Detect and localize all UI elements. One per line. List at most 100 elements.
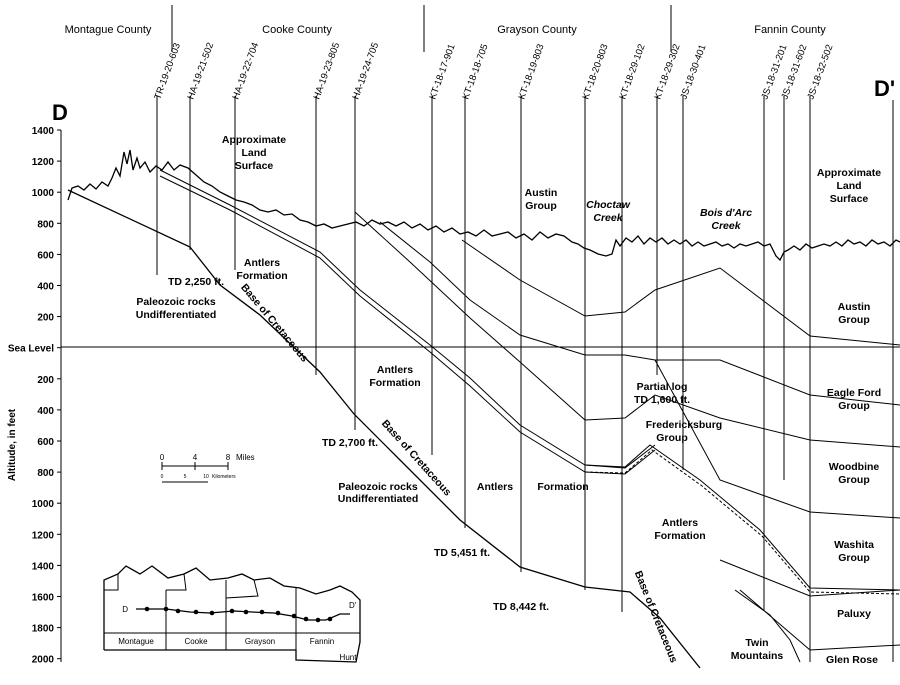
washita-top-line (654, 359, 900, 519)
choctaw-creek-label: Choctaw (586, 199, 631, 211)
bois-darc-creek-label: Bois d'Arc (700, 207, 752, 219)
fredericksburg-label: Fredericksburg (646, 419, 722, 431)
y-tick-label: 800 (37, 468, 54, 479)
land-surface-label-2-line3: Surface (830, 193, 869, 205)
index-map-grayson: Grayson (245, 637, 275, 646)
index-map-border (104, 574, 119, 591)
land-surface-label-2: Approximate (817, 167, 881, 179)
twin-mountains-line (734, 589, 801, 663)
well-label: KT-18-20-803 (580, 43, 610, 101)
scale-km-unit: Kilometers (212, 474, 236, 480)
index-map-well-dot (291, 613, 297, 619)
index-map-fannin: Fannin (310, 637, 334, 646)
antlers-label-1-line2: Formation (236, 270, 287, 282)
index-map-cooke: Cooke (184, 637, 208, 646)
y-tick-label: 1800 (32, 624, 55, 635)
county-label-grayson: Grayson County (497, 24, 577, 36)
antlers-label-3b: Formation (537, 481, 588, 493)
td-label-4: TD 8,442 ft. (493, 601, 549, 613)
base-cretaceous-label-3: Base of Cretaceous (632, 569, 680, 665)
y-tick-label: Sea Level (8, 344, 54, 355)
antlers-label-3a: Antlers (477, 481, 513, 493)
county-boundaries (171, 5, 672, 52)
scale-km-tick-5: 5 (184, 474, 187, 480)
index-map: D D' Montague Cooke Grayson Fannin Hunt (103, 565, 361, 663)
well-label: KT-18-29-102 (617, 43, 647, 101)
index-map-well-dots (144, 606, 333, 623)
well-label: HA-19-21-502 (185, 41, 216, 101)
antlers-label-4-line2: Formation (654, 530, 705, 542)
scale-km-tick-10: 10 (203, 474, 209, 480)
well-label: HA-19-22-704 (230, 41, 261, 101)
paleozoic-label-2-line2: Undifferentiated (338, 493, 419, 505)
well-label: HA-19-24-705 (350, 41, 381, 101)
eagle-ford-label: Eagle Ford (827, 387, 881, 399)
well-label: KT-18-19-803 (516, 43, 546, 101)
antlers-top-line-1 (159, 169, 656, 469)
washita-label: Washita (834, 539, 874, 551)
austin-top-line (461, 239, 900, 346)
scale-miles-tick-4: 4 (193, 453, 198, 462)
index-map-well-dot (229, 608, 235, 614)
paleozoic-label-1-line2: Undifferentiated (136, 309, 217, 321)
scale-miles-tick-8: 8 (226, 453, 231, 462)
index-map-start-label: D (122, 605, 128, 614)
scale-miles-tick-0: 0 (160, 453, 165, 462)
index-map-end-label: D' (349, 601, 357, 610)
y-tick-label: 1400 (32, 126, 55, 137)
antlers-label-2: Antlers (377, 364, 413, 376)
antlers-label-2-line2: Formation (369, 377, 420, 389)
index-map-well-dot (193, 609, 199, 615)
twin-mountains-label-line2: Mountains (731, 650, 784, 662)
y-tick-label: 600 (37, 437, 54, 448)
y-tick-label: 800 (37, 219, 54, 230)
y-tick-label: 200 (37, 313, 54, 324)
y-tick-label: 1000 (32, 188, 55, 199)
index-map-well-dot (144, 606, 150, 612)
index-map-well-dot (243, 609, 249, 615)
formation-lines (67, 169, 900, 669)
paleozoic-label-1: Paleozoic rocks (136, 296, 216, 308)
woodbine-label: Woodbine (829, 461, 880, 473)
y-tick-label: 1200 (32, 157, 55, 168)
section-start-label: D (52, 100, 68, 125)
base-cretaceous-line (67, 189, 701, 669)
antlers-label-1: Antlers (244, 257, 280, 269)
austin-base-line (379, 221, 900, 406)
scale-km-tick-0: 0 (161, 474, 164, 480)
austin-group-label-2-line2: Group (838, 314, 870, 326)
index-map-well-dot (275, 610, 281, 616)
land-surface-label-1-line2: Land (241, 147, 266, 159)
index-map-border (166, 573, 187, 591)
well-label: JS-18-30-401 (678, 43, 708, 101)
well-label: TR-19-20-603 (152, 42, 183, 101)
land-surface-label-2-line2: Land (836, 180, 861, 192)
fredericksburg-line-1 (584, 444, 900, 591)
base-cretaceous-label-1: Base of Cretaceous (238, 282, 310, 365)
paleozoic-label-2: Paleozoic rocks (338, 481, 418, 493)
index-map-well-dot (175, 608, 181, 614)
austin-group-label-1-line2: Group (525, 200, 557, 212)
index-map-well-dot (259, 609, 265, 615)
antlers-top-line-2 (159, 175, 656, 475)
well-label: HA-19-23-805 (311, 41, 342, 101)
well-label: KT-18-18-705 (460, 43, 490, 101)
td-label-2: TD 2,700 ft. (322, 437, 378, 449)
woodbine-label-line2: Group (838, 474, 870, 486)
index-map-border (225, 579, 259, 599)
y-tick-label: 200 (37, 375, 54, 386)
index-map-hunt: Hunt (340, 653, 358, 662)
eagle-ford-label-line2: Group (838, 400, 870, 412)
county-label-cooke: Cooke County (262, 24, 332, 36)
y-tick-label: 1200 (32, 530, 55, 541)
y-tick-label: 400 (37, 282, 54, 293)
fredericksburg-label-line2: Group (656, 432, 688, 444)
index-map-well-dot (209, 610, 215, 616)
fredericksburg-line-2 (584, 449, 900, 595)
washita-label-line2: Group (838, 552, 870, 564)
index-map-well-dot (163, 606, 169, 612)
